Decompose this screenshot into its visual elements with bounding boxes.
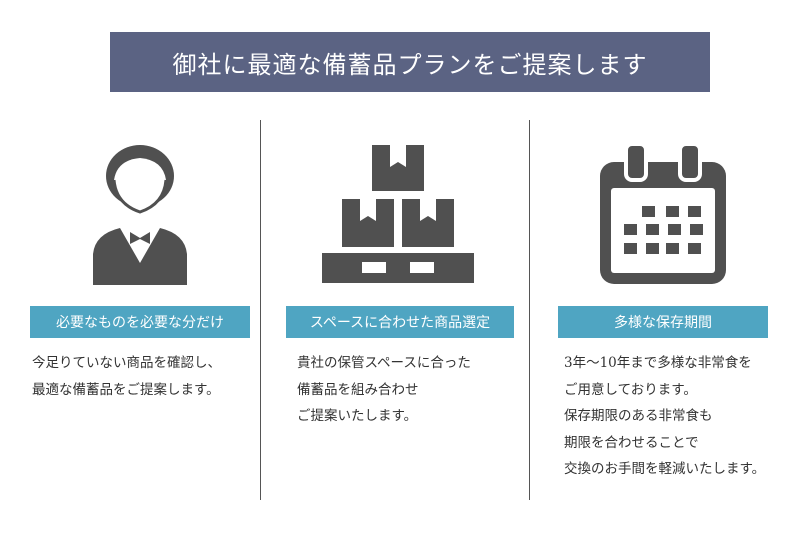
- stacked-boxes-on-pallet-icon: [322, 145, 474, 283]
- description-line: 備蓄品を組み合わせ: [297, 381, 419, 398]
- feature-label-3-text: 多様な保存期間: [614, 315, 712, 331]
- feature-description-1: 今足りていない商品を確認し、 最適な備蓄品をご提案します。: [32, 350, 221, 403]
- description-line: ご用意しております。: [564, 381, 697, 398]
- feature-label-2-text: スペースに合わせた商品選定: [309, 315, 491, 331]
- description-line: 3年〜10年まで多様な非常食を: [564, 355, 752, 371]
- description-line: 交換のお手間を軽減いたします。: [564, 461, 766, 477]
- feature-label-3: 多様な保存期間: [558, 306, 768, 338]
- feature-label-1-text: 必要なものを必要な分だけ: [56, 315, 224, 331]
- description-line: 今足りていない商品を確認し、: [32, 355, 221, 371]
- page-title-banner: 御社に最適な備蓄品プランをご提案します: [110, 32, 710, 92]
- person-in-suit-icon: [93, 145, 187, 285]
- column-divider-1: [260, 120, 261, 500]
- description-line: 期限を合わせることで: [564, 434, 699, 451]
- column-divider-2: [529, 120, 530, 500]
- feature-label-1: 必要なものを必要な分だけ: [30, 306, 250, 338]
- description-line: 最適な備蓄品をご提案します。: [32, 381, 220, 398]
- feature-description-2: 貴社の保管スペースに合った 備蓄品を組み合わせ ご提案いたします。: [297, 350, 471, 430]
- description-line: 保存期限のある非常食も: [564, 408, 713, 424]
- page-title: 御社に最適な備蓄品プランをご提案します: [172, 50, 648, 79]
- description-line: 貴社の保管スペースに合った: [297, 355, 471, 371]
- calendar-icon: [600, 144, 726, 284]
- description-line: ご提案いたします。: [297, 408, 418, 424]
- feature-label-2: スペースに合わせた商品選定: [286, 306, 514, 338]
- feature-description-3: 3年〜10年まで多様な非常食を ご用意しております。 保存期限のある非常食も 期…: [564, 350, 765, 483]
